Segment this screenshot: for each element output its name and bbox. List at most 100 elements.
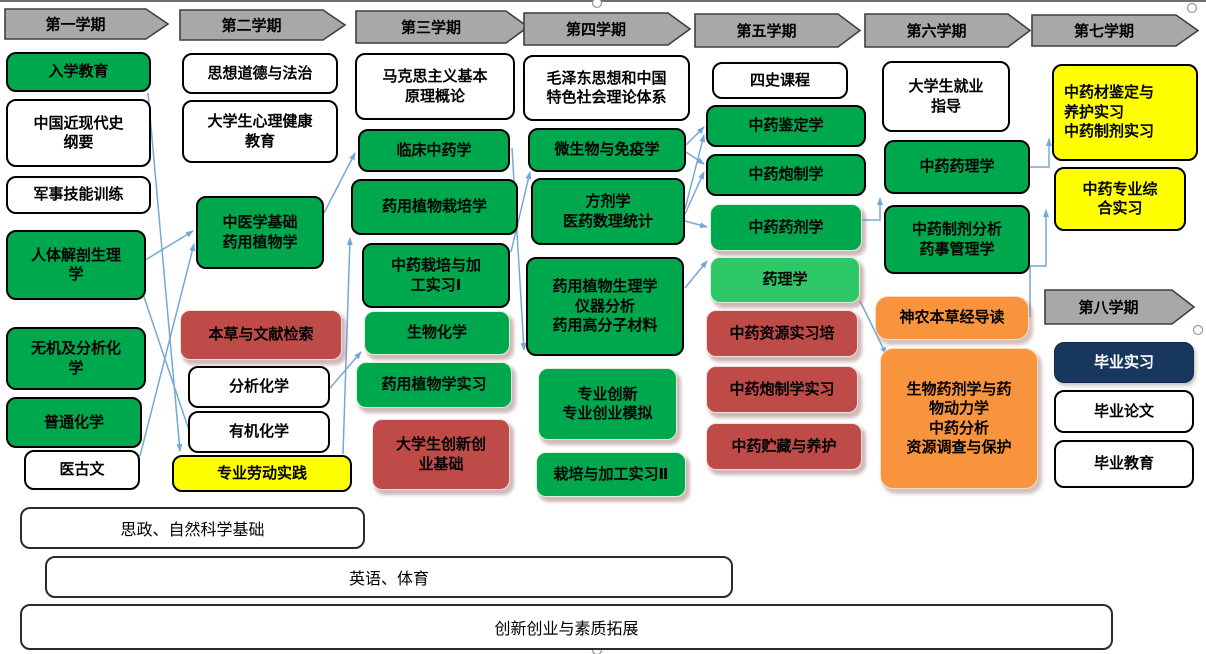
semester-header[interactable]: 第一学期 — [4, 8, 170, 40]
course-box[interactable]: 中药药剂学 — [710, 204, 862, 251]
connector-arrow — [323, 152, 356, 214]
course-box[interactable]: 专业劳动实践 — [172, 455, 352, 492]
course-box[interactable]: 本草与文献检索 — [180, 310, 342, 360]
connector-arrow — [1030, 138, 1052, 168]
course-box[interactable]: 中药药理学 — [884, 140, 1030, 194]
course-box[interactable]: 生物药剂学与药 物动力学 中药分析 资源调查与保护 — [880, 348, 1038, 489]
course-box[interactable]: 大学生创新创 业基础 — [372, 419, 510, 490]
semester-arrow-shape[interactable] — [1031, 14, 1200, 47]
course-box[interactable]: 中药制剂分析 药事管理学 — [884, 205, 1030, 274]
connector-arrow — [139, 243, 196, 457]
course-box[interactable]: 四史课程 — [712, 62, 848, 99]
course-box[interactable]: 马克思主义基本 原理概论 — [355, 53, 515, 120]
course-label: 中药贮藏与养护 — [731, 437, 837, 455]
course-box[interactable]: 神农本草经导读 — [875, 296, 1029, 340]
course-box[interactable]: 栽培与加工实习Ⅱ — [536, 452, 686, 497]
semester-header[interactable]: 第二学期 — [179, 9, 347, 41]
connector-arrow — [141, 230, 194, 263]
course-box[interactable]: 药用植物生理学 仪器分析 药用高分子材料 — [526, 257, 684, 356]
course-box[interactable]: 有机化学 — [188, 411, 330, 453]
course-label: 专业创新 专业创业模拟 — [562, 385, 653, 423]
connector-arrow — [342, 237, 353, 455]
course-box[interactable]: 中国近现代史 纲要 — [6, 99, 151, 167]
selection-handle[interactable] — [1192, 324, 1204, 336]
course-box[interactable]: 大学生就业 指导 — [882, 61, 1010, 132]
connector-arrow — [859, 300, 887, 355]
course-label: 思想道德与法治 — [207, 64, 313, 82]
semester-header[interactable]: 第五学期 — [694, 13, 862, 48]
course-label: 中药制剂分析 药事管理学 — [911, 221, 1002, 258]
course-box[interactable]: 微生物与免疫学 — [528, 128, 686, 172]
course-label: 有机化学 — [228, 423, 289, 441]
course-box[interactable]: 毛泽东思想和中国 特色社会理论体系 — [523, 55, 690, 121]
semester-header[interactable]: 第七学期 — [1031, 14, 1200, 47]
course-box[interactable]: 分析化学 — [188, 366, 330, 408]
semester-arrow-shape[interactable] — [523, 12, 692, 46]
semester-arrow-shape[interactable] — [179, 9, 347, 41]
course-box[interactable]: 入学教育 — [6, 52, 151, 92]
semester-label: 第二学期 — [221, 17, 281, 35]
semester-arrow-shape[interactable] — [1044, 289, 1196, 325]
semester-label: 第六学期 — [906, 22, 966, 40]
semester-arrow-shape[interactable] — [864, 13, 1032, 48]
course-box[interactable]: 中药栽培与加 工实习Ⅰ — [362, 243, 510, 308]
canvas-top-border — [0, 0, 1206, 2]
course-box[interactable]: 药理学 — [710, 257, 860, 303]
course-label: 毕业实习 — [1093, 353, 1154, 371]
course-box[interactable]: 人体解剖生理 学 — [6, 230, 146, 300]
selection-handle[interactable] — [1186, 2, 1198, 14]
course-box[interactable]: 中药专业综 合实习 — [1054, 167, 1186, 231]
course-box[interactable]: 普通化学 — [6, 397, 142, 448]
course-label: 药用植物生理学 仪器分析 药用高分子材料 — [552, 278, 658, 335]
foundation-bar[interactable]: 创新创业与素质拓展 — [20, 604, 1113, 650]
course-label: 无机及分析化 学 — [30, 340, 121, 377]
semester-arrow-shape[interactable] — [4, 8, 170, 40]
connector-arrow — [684, 134, 706, 210]
semester-header[interactable]: 第三学期 — [355, 10, 530, 44]
course-label: 专业劳动实践 — [216, 464, 307, 482]
course-box[interactable]: 中药鉴定学 — [706, 105, 866, 147]
course-box[interactable]: 毕业教育 — [1054, 440, 1194, 488]
course-box[interactable]: 中药贮藏与养护 — [706, 423, 862, 470]
connector-arrow — [862, 197, 883, 221]
course-box[interactable]: 毕业实习 — [1054, 342, 1194, 383]
course-box[interactable]: 临床中药学 — [358, 129, 510, 172]
foundation-bar[interactable]: 英语、体育 — [45, 556, 733, 598]
course-box[interactable]: 无机及分析化 学 — [6, 327, 146, 390]
semester-header[interactable]: 第八学期 — [1044, 289, 1196, 325]
course-box[interactable]: 军事技能训练 — [6, 176, 151, 214]
course-box[interactable]: 中药炮制学 — [706, 154, 866, 196]
course-box[interactable]: 生物化学 — [364, 311, 510, 355]
course-box[interactable]: 医古文 — [24, 450, 140, 490]
course-label: 毛泽东思想和中国 特色社会理论体系 — [546, 69, 667, 107]
semester-header[interactable]: 第四学期 — [523, 12, 692, 46]
course-box[interactable]: 方剂学 医药数理统计 — [531, 178, 685, 245]
connector-arrow — [684, 171, 705, 215]
course-box[interactable]: 中药资源实习培 — [706, 310, 858, 357]
course-label: 本草与文献检索 — [208, 326, 314, 344]
selection-handle[interactable] — [591, 0, 603, 9]
course-label: 神农本草经导读 — [899, 309, 1005, 327]
course-box[interactable]: 中药材鉴定与 养护实习 中药制剂实习 — [1052, 64, 1198, 161]
semester-label: 第四学期 — [566, 21, 626, 39]
course-box[interactable]: 思想道德与法治 — [182, 53, 338, 94]
course-box[interactable]: 药用植物栽培学 — [351, 179, 518, 235]
course-label: 微生物与免疫学 — [554, 141, 660, 159]
foundation-bar[interactable]: 思政、自然科学基础 — [20, 507, 365, 549]
course-box[interactable]: 大学生心理健康 教育 — [182, 100, 338, 163]
course-box[interactable]: 药用植物学实习 — [356, 362, 512, 408]
course-label: 生物化学 — [406, 324, 467, 342]
course-label: 分析化学 — [228, 378, 289, 396]
course-box[interactable]: 中药炮制学实习 — [706, 366, 858, 413]
course-label: 医古文 — [59, 461, 105, 479]
course-box[interactable]: 中医学基础 药用植物学 — [196, 196, 324, 269]
semester-arrow-shape[interactable] — [694, 13, 862, 48]
semester-arrow-shape[interactable] — [355, 10, 530, 44]
course-box[interactable]: 毕业论文 — [1054, 390, 1194, 433]
course-label: 四史课程 — [749, 71, 810, 89]
semester-label: 第三学期 — [401, 19, 461, 37]
semester-header[interactable]: 第六学期 — [864, 13, 1032, 48]
course-label: 药用植物栽培学 — [381, 198, 487, 216]
course-box[interactable]: 专业创新 专业创业模拟 — [538, 368, 677, 440]
